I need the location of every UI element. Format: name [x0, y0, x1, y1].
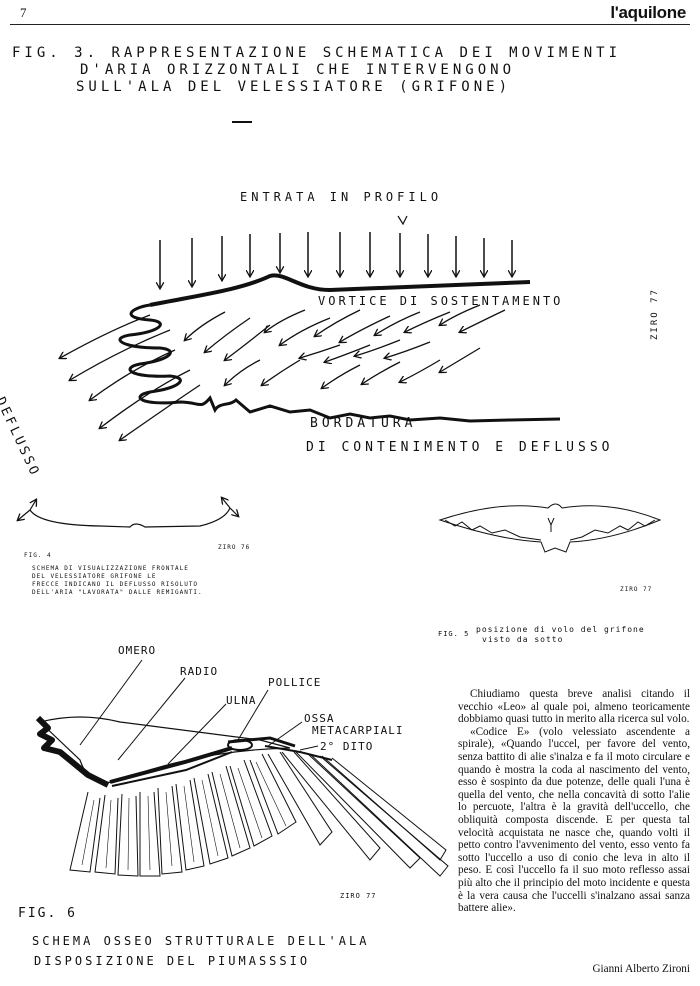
fig4-caption-line1: SCHEMA DI VISUALIZZAZIONE FRONTALE [32, 565, 262, 573]
article-paragraph-1: Chiudiamo questa breve analisi citando i… [458, 688, 690, 726]
fig6-caption-line2: DISPOSIZIONE DEL PIUMASSSIO [34, 954, 310, 968]
fig5-label: FIG. 5 [438, 630, 469, 638]
label-radio: RADIO [180, 665, 218, 678]
fig3-signature: ZIRO 77 [650, 288, 660, 340]
article-paragraph-2: «Codice E» (volo velessiato ascendente a… [458, 726, 690, 915]
fig5-signature: ZIRO 77 [620, 586, 652, 594]
label-bordatura-1: BORDATURA [310, 416, 416, 431]
fig6-wing-skeleton [38, 660, 448, 876]
fig5-bird-sketch [440, 504, 660, 552]
fig6-label: FIG. 6 [18, 906, 77, 921]
fig4-frontal-sketch [18, 498, 238, 527]
fig5-caption-line1: posizione di volo del grifone [476, 625, 645, 635]
label-metacarpiali: METACARPIALI [312, 724, 403, 737]
fig4-label: FIG. 4 [24, 552, 52, 560]
label-bordatura-2: DI CONTENIMENTO E DEFLUSSO [306, 440, 614, 455]
label-pollice: POLLICE [268, 676, 321, 689]
wing-feather-edge [120, 305, 560, 421]
fig5-caption-line2: visto da sotto [476, 635, 645, 645]
fig4-caption: SCHEMA DI VISUALIZZAZIONE FRONTALE DEL V… [32, 565, 262, 597]
fig5-caption: posizione di volo del grifone visto da s… [476, 625, 645, 645]
deflection-arrows [60, 305, 505, 440]
label-omero: OMERO [118, 644, 156, 657]
fig6-signature: ZIRO 77 [340, 892, 377, 900]
label-secondo-dito: 2° DITO [320, 740, 373, 753]
label-entrata: ENTRATA IN PROFILO [240, 190, 442, 204]
inflow-arrows [160, 232, 512, 288]
article-body: Chiudiamo questa breve analisi citando i… [458, 688, 690, 915]
fig4-signature: ZIRO 76 [218, 544, 250, 552]
fig4-caption-line3: FRECCE INDICANO IL DEFLUSSO RISOLUTO [32, 581, 262, 589]
article-author: Gianni Alberto Zironi [458, 963, 690, 975]
fig4-caption-line2: DEL VELESSIATORE GRIFONE LE [32, 573, 262, 581]
fig4-caption-line4: DELL'ARIA "LAVORATA" DALLE REMIGANTI. [32, 589, 262, 597]
fig6-caption-line1: SCHEMA OSSEO STRUTTURALE DELL'ALA [32, 934, 369, 948]
label-vortice: VORTICE DI SOSTENTAMENTO [318, 294, 563, 308]
entrata-pointer [398, 216, 407, 224]
label-ulna: ULNA [226, 694, 257, 707]
